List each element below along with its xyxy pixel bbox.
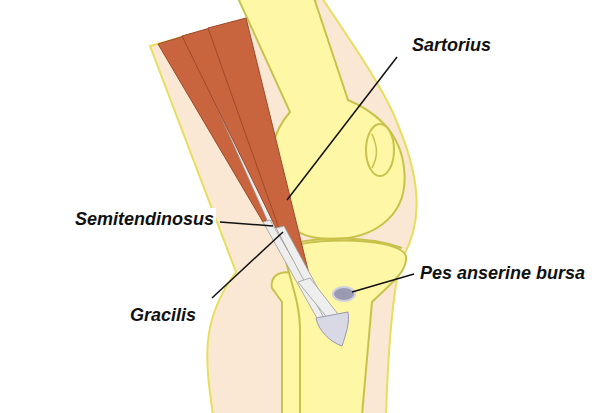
part-label: Pes anserine bursa	[418, 262, 587, 284]
patella-bone	[366, 124, 394, 176]
leader-line	[212, 232, 283, 298]
joint-line	[290, 238, 402, 248]
part-label: Sartorius	[410, 34, 493, 56]
leader-line	[352, 274, 414, 292]
leader-line	[220, 222, 273, 226]
bursa-sac	[333, 287, 355, 301]
patella-detail	[372, 134, 377, 168]
part-label: Gracilis	[128, 304, 198, 326]
leg-outline	[150, 0, 417, 413]
part-label: Semitendinosus	[73, 208, 216, 230]
leader-line	[287, 57, 397, 200]
muscle-belly	[208, 18, 310, 282]
tendon-insertion	[316, 312, 349, 346]
